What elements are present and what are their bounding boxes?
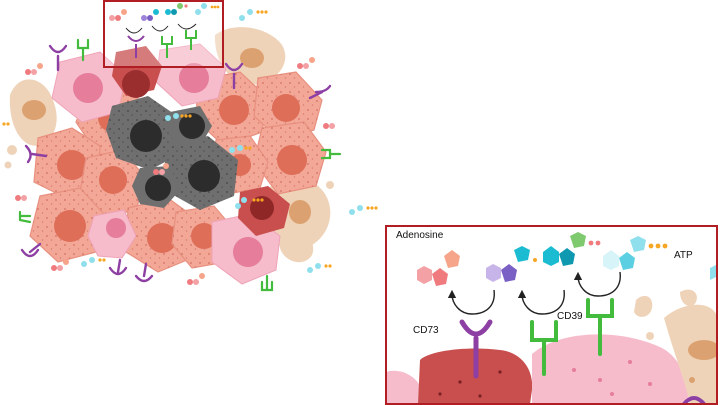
zoom-inset [386,226,720,404]
cd73-label: CD73 [413,325,439,336]
zoom-box-small [104,1,223,67]
cd39-label: CD39 [557,311,583,322]
adenosine-label: Adenosine [396,230,443,241]
atp-label: ATP [674,250,693,261]
